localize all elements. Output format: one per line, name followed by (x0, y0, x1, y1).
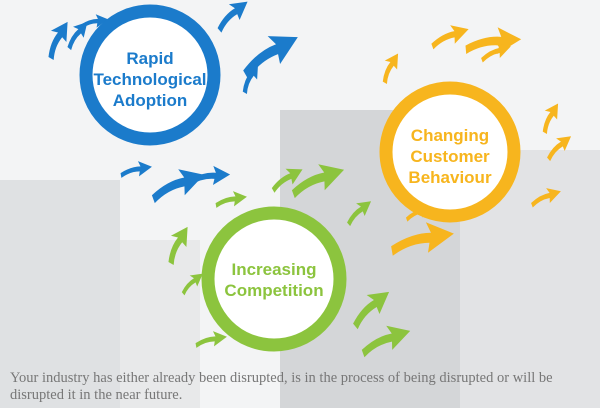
arrow-icon (151, 169, 205, 204)
competition-label-line: Increasing (231, 260, 317, 279)
arrow-icon (195, 331, 227, 348)
competition-label: Increasing Competition (204, 259, 344, 301)
tech-label-line: Technological (93, 70, 207, 89)
arrow-icon (353, 291, 390, 330)
customer-label-line: Changing (410, 126, 490, 145)
arrow-icon (271, 168, 303, 193)
arrow-icon (168, 226, 188, 265)
arrow-icon (291, 164, 345, 199)
competition-label-line: Competition (224, 281, 324, 300)
tech-label-line: Rapid (126, 49, 174, 68)
arrow-icon (190, 165, 231, 186)
arrow-icon (80, 14, 108, 29)
arrow-icon (481, 43, 511, 63)
customer-label: Changing Customer Behaviour (390, 125, 510, 188)
arrow-icon (67, 22, 88, 51)
arrow-icon (542, 103, 559, 135)
tech-label: Rapid Technological Adoption (90, 48, 210, 111)
arrow-icon (361, 325, 411, 358)
arrow-icon (531, 188, 561, 208)
arrow-icon (382, 53, 399, 85)
arrow-icon (242, 63, 259, 95)
arrow-icon (215, 191, 247, 208)
customer-label-line: Behaviour (408, 168, 492, 187)
tech-label-line: Adoption (112, 91, 188, 110)
arrow-icon (243, 36, 298, 79)
arrow-icon (391, 222, 454, 256)
arrow-icon (431, 25, 469, 50)
arrow-icon (347, 201, 372, 227)
arrow-icon (48, 21, 68, 60)
caption: Your industry has either already been di… (10, 370, 553, 403)
arrow-icon (547, 136, 572, 162)
arrow-icon (120, 161, 152, 178)
circle-customer (379, 81, 521, 223)
circle-competition (201, 206, 347, 352)
circle-tech (79, 4, 221, 146)
arrow-icon (181, 273, 203, 296)
arrow-icon (217, 1, 248, 33)
customer-label-line: Customer (410, 147, 490, 166)
